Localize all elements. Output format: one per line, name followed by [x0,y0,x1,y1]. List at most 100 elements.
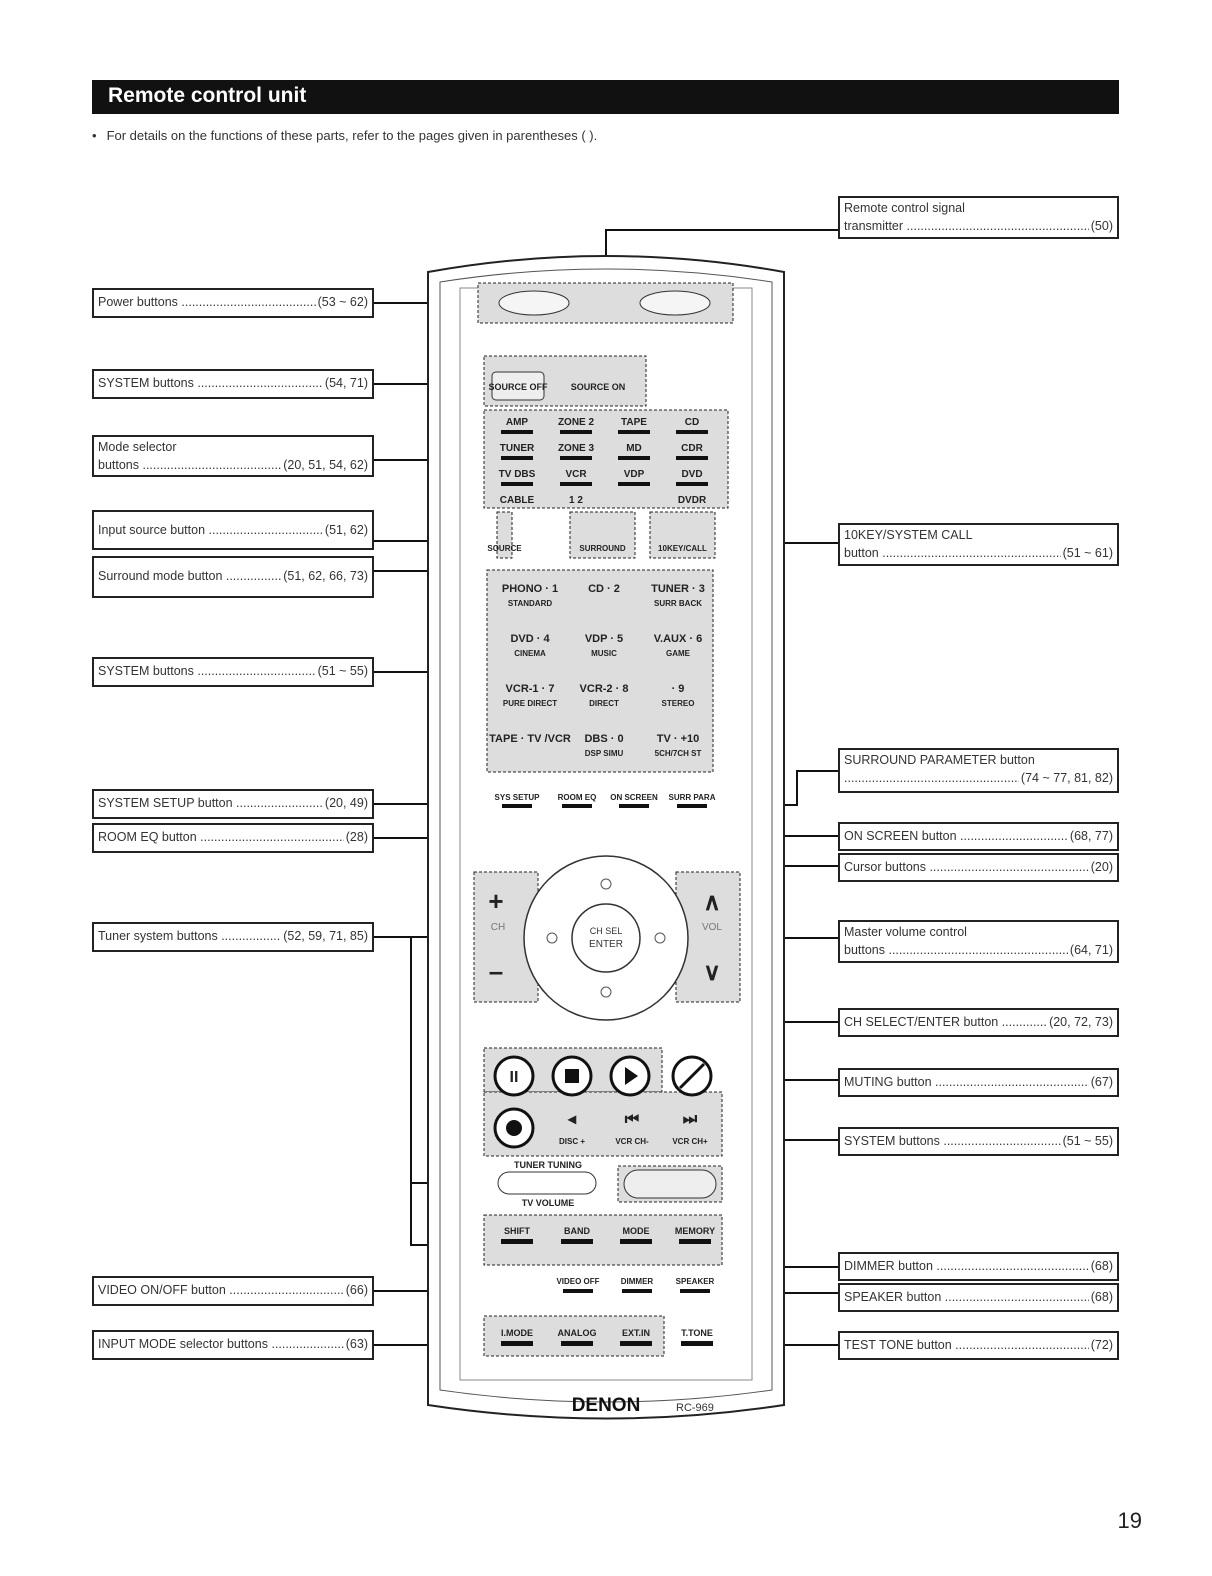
mode-button[interactable] [560,456,592,460]
channel-label: CH [491,922,505,933]
power-on-button[interactable] [639,290,711,316]
setup-label: ON SCREEN [610,793,658,802]
surround-mode-label: Surround mode button(51, 62, 66, 73) [92,556,374,598]
tuner-button[interactable] [501,1239,533,1244]
label-name-2: transmitter [844,217,1089,235]
number-key[interactable]: V.AUX · 6 [654,633,703,645]
volume-label: VOL [702,922,722,933]
source-on-label: SOURCE ON [571,382,626,392]
number-key[interactable]: DBS · 0 [584,733,623,745]
number-key[interactable]: VCR-2 · 8 [580,683,629,695]
mode-button[interactable] [618,456,650,460]
mode-label: TAPE [621,417,647,428]
mode-button[interactable] [501,456,533,460]
function-key[interactable] [649,511,716,559]
setup-button[interactable] [562,804,592,808]
video-row-button[interactable] [622,1289,652,1293]
tuning-rocker[interactable] [497,1171,597,1195]
video-row-button[interactable] [680,1289,710,1293]
tuner-button[interactable] [679,1239,711,1244]
number-key-sub-label: STEREO [662,699,695,708]
volume-up-button[interactable]: ∧ [703,889,721,916]
label-pages: (51 ~ 61) [1062,546,1113,560]
input-mode-button[interactable] [501,1341,533,1346]
input-mode-panel [483,1315,665,1357]
cursor-left-button[interactable] [546,932,558,944]
mode-button[interactable] [560,430,592,434]
mode-button[interactable] [501,430,533,434]
number-key[interactable]: · 9 [672,683,685,695]
test-tone-label: TEST TONE button(72) [838,1331,1119,1360]
input-mode-button[interactable] [620,1341,652,1346]
number-key[interactable]: TUNER · 3 [651,583,705,595]
muting-label: MUTING button(67) [838,1068,1119,1097]
disc-icon: ◂ [567,1111,577,1128]
mode-label: DVDR [678,495,707,506]
mode-label: DVD [681,469,702,480]
label-name: SURROUND PARAMETER button [844,753,1035,767]
label-name: Input source button [98,521,323,539]
tenkey-label: 10KEY/SYSTEM CALL button(51 ~ 61) [838,523,1119,566]
number-key[interactable]: DVD · 4 [510,633,550,645]
setup-button[interactable] [619,804,649,808]
source-off-button[interactable] [491,371,545,401]
label-pages: (68, 77) [1069,829,1113,843]
t-tone-button[interactable] [681,1341,713,1346]
tuner-button[interactable] [561,1239,593,1244]
number-key-sub-label: DIRECT [589,699,619,708]
number-key-sub-label: GAME [666,649,691,658]
system-buttons-label-1: SYSTEM buttons(54, 71) [92,369,374,399]
function-key-label: SOURCE [487,544,522,553]
video-row-button[interactable] [563,1289,593,1293]
volume-down-button[interactable]: ∨ [703,959,721,986]
label-name: MUTING button [844,1073,1089,1091]
number-key[interactable]: VDP · 5 [585,633,623,645]
function-key[interactable] [496,511,513,559]
number-pad-panel [486,569,714,773]
section-header: Remote control unit [92,80,1119,114]
number-key[interactable]: TV · +10 [657,733,700,745]
setup-button[interactable] [677,804,707,808]
setup-label: ROOM EQ [558,793,597,802]
mode-button[interactable] [676,456,708,460]
transport-label: VCR CH+ [672,1137,708,1146]
tuner-button[interactable] [620,1239,652,1244]
mode-button[interactable] [676,430,708,434]
label-name-1: 10KEY/SYSTEM CALL [844,528,973,542]
tuner-system-label: Tuner system buttons(52, 59, 71, 85) [92,922,374,952]
input-mode-button[interactable] [561,1341,593,1346]
number-key[interactable]: TAPE · TV /VCR [489,733,571,745]
tuner-label: SHIFT [504,1226,531,1236]
mode-button[interactable] [676,482,708,486]
number-key[interactable]: VCR-1 · 7 [506,683,555,695]
mode-button[interactable] [501,482,533,486]
mode-button[interactable] [560,482,592,486]
pause-button[interactable] [493,1055,535,1097]
mode-button[interactable] [618,482,650,486]
cursor-right-button[interactable] [654,932,666,944]
channel-up-button[interactable]: + [488,886,503,916]
enter-button[interactable] [571,903,641,973]
label-pages: (68) [1090,1259,1113,1273]
label-name-1: Master volume control [844,925,967,939]
search-rocker[interactable] [623,1169,717,1199]
channel-down-button[interactable]: – [489,956,503,986]
bullet: • [92,128,97,143]
label-name-2: buttons [98,456,281,474]
number-key-sub-label: 5CH/7CH ST [655,749,702,758]
power-off-button[interactable] [498,290,570,316]
system-setup-label: SYSTEM SETUP button(20, 49) [92,789,374,819]
mode-button[interactable] [618,430,650,434]
number-key[interactable]: CD · 2 [588,583,620,595]
label-name: SPEAKER button [844,1288,1089,1306]
number-key[interactable]: PHONO · 1 [502,583,558,595]
label-name: Tuner system buttons [98,927,281,945]
label-name-2: button [844,544,1061,562]
function-key[interactable] [569,511,636,559]
label-name: Power buttons [98,293,316,311]
setup-button[interactable] [502,804,532,808]
cursor-up-button[interactable] [600,878,612,890]
cursor-down-button[interactable] [600,986,612,998]
